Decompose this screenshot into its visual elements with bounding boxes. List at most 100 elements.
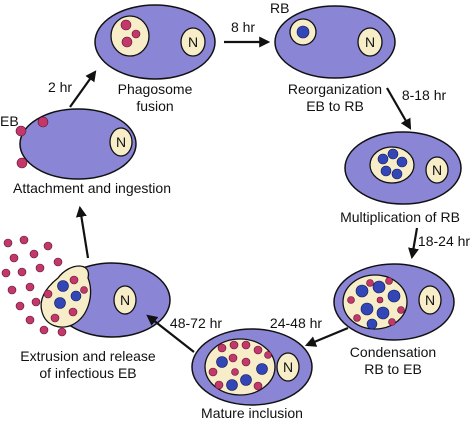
elementary-body	[366, 279, 374, 287]
eb-label: EB	[0, 113, 19, 129]
reticulate-body	[57, 280, 69, 292]
reticulate-body	[377, 153, 389, 165]
nucleus-label: N	[432, 162, 442, 178]
arrow-attachment-to-phagosome	[69, 70, 97, 108]
phagosome-fusion-cell: N	[94, 4, 216, 80]
reticulate-body	[380, 165, 392, 177]
released-elementary-bodies	[1, 235, 67, 337]
elementary-body	[217, 343, 227, 353]
stage-label-phagosome-line2: fusion	[136, 98, 173, 114]
elementary-body	[25, 315, 35, 325]
reticulate-body	[387, 289, 401, 303]
time-48-72hr: 48-72 hr	[170, 315, 222, 331]
elementary-body	[9, 253, 19, 263]
elementary-body	[120, 19, 132, 31]
arrow-multiplication-to-condensation	[408, 227, 419, 260]
arrow-reorganization-to-multiplication	[386, 87, 412, 130]
nucleus	[425, 156, 449, 184]
elementary-body	[31, 297, 41, 307]
reticulate-body	[240, 374, 252, 386]
phagosome-vacuole	[110, 15, 150, 57]
elementary-body	[29, 249, 39, 259]
arrow-mature-to-extrusion	[146, 314, 195, 353]
nucleus	[357, 27, 383, 57]
condensation-cell: N	[333, 263, 455, 341]
reticulate-body	[391, 168, 403, 180]
nucleus-label: N	[283, 359, 293, 375]
elementary-body	[68, 307, 78, 317]
elementary-body	[231, 368, 239, 376]
elementary-body	[80, 286, 88, 294]
elementary-body	[131, 29, 141, 39]
reticulate-body	[376, 306, 390, 320]
reorganization-cell: N	[274, 5, 396, 79]
ruptured-inclusion	[40, 265, 92, 328]
elementary-body	[241, 340, 251, 350]
elementary-body	[1, 268, 11, 278]
time-8-18hr: 8-18 hr	[402, 87, 447, 103]
time-18-24hr: 18-24 hr	[418, 233, 470, 249]
reticulate-body	[296, 25, 310, 39]
elementary-body	[53, 257, 63, 267]
elementary-body	[25, 282, 35, 292]
multiplication-cell: N	[344, 131, 462, 205]
elementary-body	[347, 296, 355, 304]
nucleus-label: N	[425, 292, 435, 308]
reticulate-body	[216, 356, 228, 368]
elementary-body	[121, 36, 133, 48]
stage-label-reorganization-line1: Reorganization	[288, 81, 382, 97]
elementary-body	[15, 301, 25, 311]
elementary-body	[253, 345, 263, 355]
extrusion-cell: N	[40, 262, 171, 338]
stage-label-reorganization-line2: EB to RB	[306, 98, 364, 114]
reticulate-body	[54, 297, 66, 309]
elementary-body	[214, 380, 224, 390]
reticulate-body	[360, 302, 374, 316]
elementary-body	[385, 277, 393, 285]
reticulate-body	[226, 379, 238, 391]
elementary-body	[35, 263, 45, 273]
elementary-body	[17, 267, 27, 277]
stage-label-phagosome-line1: Phagosome	[118, 81, 193, 97]
reticulate-body	[372, 280, 386, 294]
nucleus-label: N	[116, 134, 126, 150]
elementary-body	[228, 353, 238, 363]
elementary-body	[57, 327, 67, 337]
arrow-condensation-to-mature	[304, 326, 349, 347]
stage-label-extrusion-line2: of infectious EB	[39, 365, 136, 381]
reticulate-body	[387, 148, 399, 160]
elementary-body	[241, 357, 251, 367]
elementary-body	[353, 314, 361, 322]
elementary-body	[37, 116, 49, 128]
elementary-body	[3, 238, 13, 248]
stage-label-attachment: Attachment and ingestion	[13, 180, 171, 196]
reticulate-body	[396, 156, 408, 168]
elementary-body	[376, 296, 384, 304]
nucleus-label: N	[120, 292, 130, 308]
elementary-body	[388, 318, 396, 326]
elementary-body	[69, 275, 79, 285]
stage-label-mature: Mature inclusion	[201, 405, 303, 421]
nucleus	[418, 285, 442, 315]
nucleus-label: N	[365, 34, 375, 50]
elementary-body	[39, 325, 49, 335]
elementary-body	[229, 340, 239, 350]
elementary-body	[16, 157, 28, 169]
elementary-body	[253, 381, 263, 391]
arrow-extrusion-to-attachment	[75, 205, 90, 259]
reticulate-body	[355, 284, 369, 298]
time-24-48hr: 24-48 hr	[270, 315, 322, 331]
elementary-body	[43, 241, 53, 251]
rb-label: RB	[270, 0, 289, 16]
reticulate-body	[70, 290, 82, 302]
elementary-body	[208, 367, 218, 377]
nucleus-label: N	[188, 34, 198, 50]
reticulate-body	[256, 363, 268, 375]
stage-label-extrusion-line1: Extrusion and release	[20, 348, 156, 364]
elementary-body	[50, 313, 60, 323]
time-2hr: 2 hr	[48, 79, 72, 95]
nucleus	[113, 285, 137, 315]
time-8hr: 8 hr	[231, 19, 255, 35]
elementary-body	[15, 125, 27, 137]
